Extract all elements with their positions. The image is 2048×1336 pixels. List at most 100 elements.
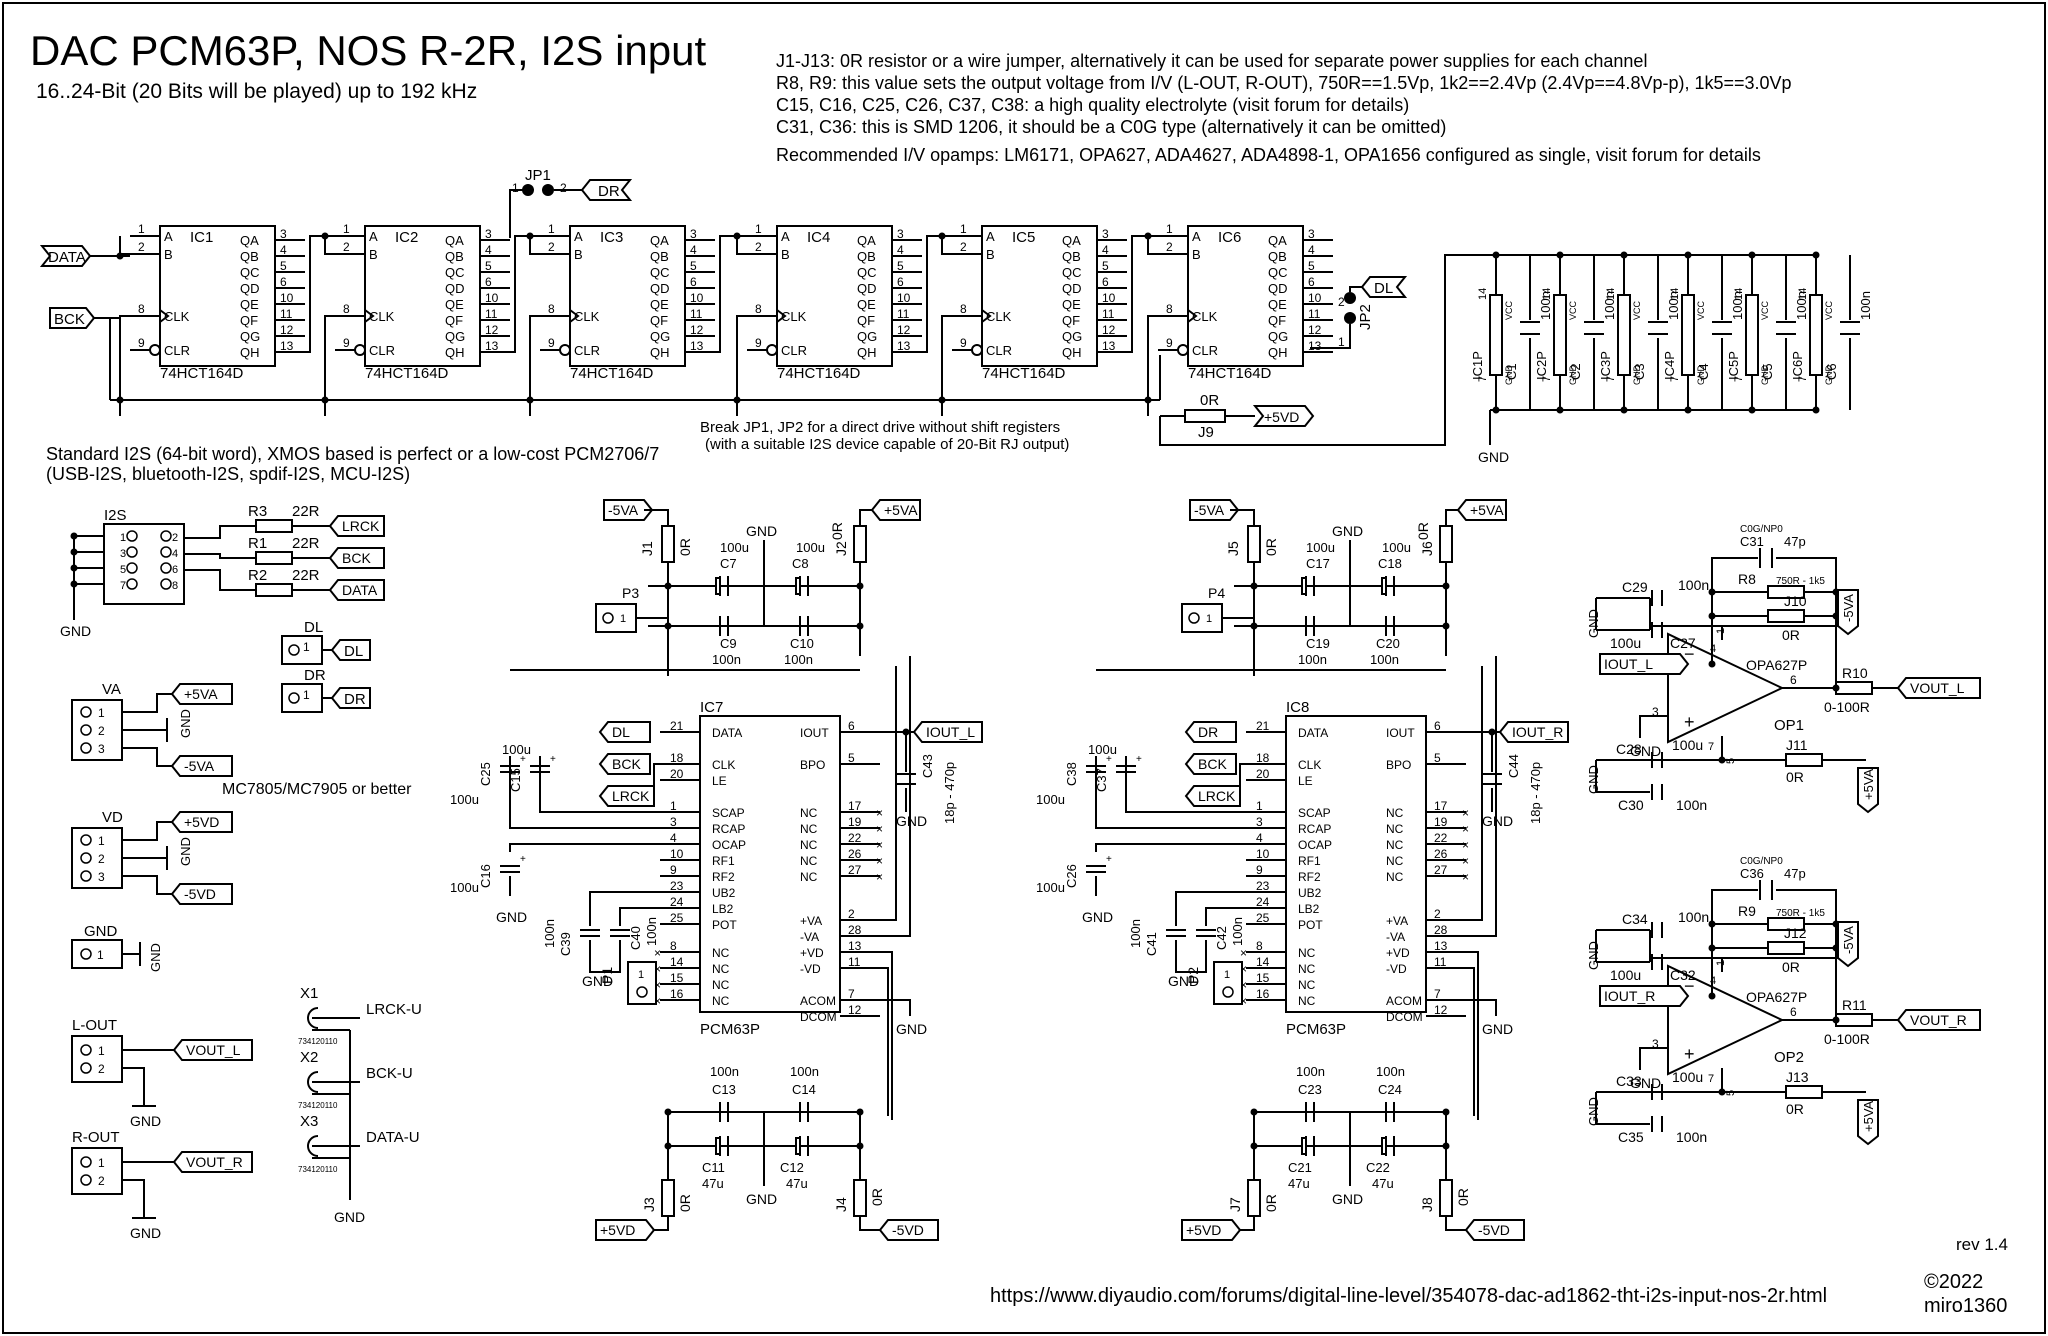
neg-va-wire bbox=[880, 656, 911, 937]
pot-wire bbox=[1175, 891, 1246, 926]
pin-number: 13 bbox=[848, 939, 862, 953]
inverted-input-bubble bbox=[971, 344, 983, 356]
pin-name: NC bbox=[800, 822, 818, 836]
pin-number: 2 bbox=[98, 1062, 105, 1076]
feedback-resistor bbox=[1767, 917, 1805, 931]
gnd-label: GND bbox=[1586, 609, 1601, 638]
net-flag-vout bbox=[1896, 677, 1981, 699]
junction-dot bbox=[1620, 251, 1628, 259]
pin-name: CLK bbox=[164, 309, 190, 324]
pin-name: CLR bbox=[781, 343, 807, 358]
pin-name: QF bbox=[1062, 313, 1080, 328]
cap-value: 100n bbox=[1666, 291, 1681, 320]
pin-name: SCAP bbox=[1298, 806, 1331, 820]
jumper-value: 0R bbox=[1786, 769, 1804, 785]
cap-value: 100u bbox=[450, 792, 479, 807]
net-flag-vout bbox=[1896, 1009, 1981, 1031]
junction-dot bbox=[1492, 251, 1500, 259]
pin-name: QF bbox=[650, 313, 668, 328]
capacitor bbox=[530, 765, 550, 773]
net-flag-dr bbox=[580, 179, 633, 201]
note-line: Recommended I/V opamps: LM6171, OPA627, … bbox=[776, 145, 1761, 165]
pin-name: QG bbox=[445, 329, 465, 344]
pin-number: 2 bbox=[98, 852, 105, 866]
net-flag-va-pos bbox=[1456, 499, 1507, 521]
clk-le-wire bbox=[1239, 763, 1246, 796]
ufl-reference: X3 bbox=[300, 1113, 318, 1130]
pin-name: UB2 bbox=[712, 886, 736, 900]
opamp-reference: OP2 bbox=[1774, 1049, 1804, 1066]
cap-dielectric: C0G/NP0 bbox=[1740, 856, 1783, 867]
output-connector-label: L-OUT bbox=[72, 1017, 117, 1034]
pin-number: 10 bbox=[690, 291, 704, 305]
net-flag-va-pos-text: +5VA bbox=[884, 502, 918, 518]
pin-number: 11 bbox=[1102, 307, 1115, 321]
cap-reference: C36 bbox=[1740, 866, 1764, 881]
nc-mark: × bbox=[876, 838, 883, 852]
ic-power-reference: IC5P bbox=[1726, 351, 1741, 380]
junction-dot bbox=[1492, 406, 1500, 414]
cap-reference: C13 bbox=[712, 1082, 736, 1097]
gnd-pin-name: GND bbox=[1568, 365, 1578, 386]
electrolytic-plate bbox=[795, 1137, 801, 1155]
pin-number: 1 bbox=[98, 1156, 105, 1170]
pin-number: 3 bbox=[120, 548, 126, 560]
junction-dot bbox=[1144, 232, 1152, 240]
dcom-wire bbox=[1466, 999, 1497, 1016]
pin-name: DATA bbox=[712, 726, 742, 740]
net-flag-va-neg-text: -5VA bbox=[608, 502, 639, 518]
net-flag-vd-pos bbox=[1181, 1219, 1242, 1241]
jumper-reference: J1 bbox=[639, 541, 655, 556]
cap-reference: C32 bbox=[1670, 967, 1696, 983]
cap-reference: C6 bbox=[1824, 363, 1839, 380]
pin-number: 9 bbox=[548, 336, 555, 350]
test-point-label: P1 bbox=[599, 967, 615, 984]
pot-gnd bbox=[589, 940, 621, 973]
inverted-input-bubble bbox=[149, 344, 161, 356]
jumper-reference: J7 bbox=[1227, 1197, 1243, 1212]
ab-tie bbox=[529, 236, 540, 255]
pin-name: QE bbox=[650, 297, 669, 312]
net-flag-vout bbox=[172, 1151, 253, 1173]
net-flag-power bbox=[170, 755, 233, 777]
pin-number: 10 bbox=[1102, 291, 1116, 305]
decoupling-wire bbox=[1596, 929, 1650, 963]
pin-name: A bbox=[574, 229, 583, 244]
pin-name: SCAP bbox=[712, 806, 745, 820]
net-flag-lrck bbox=[1184, 785, 1241, 807]
pin-number: 1 bbox=[1206, 613, 1212, 625]
pin-name: QC bbox=[857, 265, 877, 280]
supply-jumper bbox=[1785, 1085, 1823, 1099]
probe-dr bbox=[281, 683, 323, 713]
cap-reference: C26 bbox=[1064, 864, 1079, 888]
net-flag-neg-text: -5VA bbox=[1841, 926, 1856, 954]
cap-value: 100n bbox=[1376, 1064, 1405, 1079]
gnd-label: GND bbox=[1630, 1075, 1661, 1091]
inverted-input-bubble bbox=[1177, 344, 1189, 356]
net-flag-power bbox=[170, 683, 233, 705]
pin-name: UB2 bbox=[1298, 886, 1322, 900]
decoupling-capacitor bbox=[1648, 321, 1668, 335]
capacitor bbox=[719, 1102, 729, 1122]
cap-reference: C43 bbox=[920, 754, 935, 778]
pos-vd-wire bbox=[880, 951, 893, 1120]
pin-name: QC bbox=[1268, 265, 1288, 280]
pin-number: 4 bbox=[690, 243, 697, 257]
junction-dot bbox=[1708, 920, 1716, 928]
cap-value: 47u bbox=[786, 1176, 808, 1191]
junction-dot bbox=[1684, 406, 1692, 414]
pin-name: OCAP bbox=[712, 838, 746, 852]
clock-input-mark bbox=[981, 309, 992, 323]
pin-name: QF bbox=[1268, 313, 1286, 328]
junction-dot bbox=[526, 232, 534, 240]
net-flag-power bbox=[170, 883, 233, 905]
jumper-jp2-label: JP2 bbox=[1357, 304, 1374, 330]
cap-reference: C30 bbox=[1618, 797, 1644, 813]
opamp-left-channel: −+OP1OPA627P2346715IOUT_LGNDR100-100RVOU… bbox=[1586, 524, 1981, 814]
pin-name: QF bbox=[857, 313, 875, 328]
clock-wire bbox=[119, 315, 130, 400]
feedback-jumper bbox=[1767, 941, 1805, 955]
junction-dot bbox=[856, 1142, 864, 1150]
